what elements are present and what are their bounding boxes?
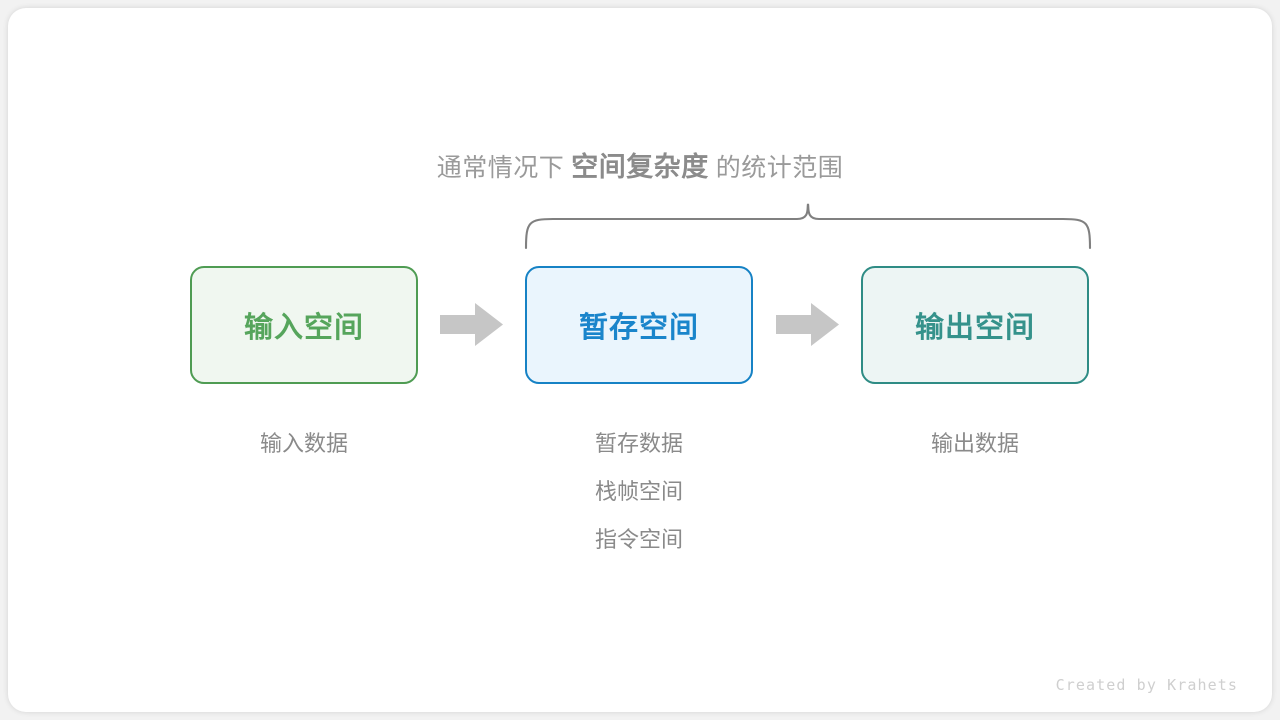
box-input-space[interactable]: 输入空间 xyxy=(190,266,418,384)
box-buffer-space-label: 暂存空间 xyxy=(578,312,699,344)
heading-suffix: 的统计范围 xyxy=(715,154,844,182)
box-output-space[interactable]: 输出空间 xyxy=(861,266,1089,384)
caption-output-space: 输出数据 xyxy=(861,420,1089,468)
caption-line: 输出数据 xyxy=(930,431,1019,456)
heading-emphasis: 空间复杂度 xyxy=(571,152,709,182)
caption-buffer-space: 暂存数据 栈帧空间 指令空间 xyxy=(525,420,753,564)
arrow-right-icon xyxy=(440,303,503,346)
box-buffer-space[interactable]: 暂存空间 xyxy=(525,266,753,384)
heading-prefix: 通常情况下 xyxy=(436,154,565,182)
box-output-space-label: 输出空间 xyxy=(914,312,1035,344)
caption-input-space: 输入数据 xyxy=(190,420,418,468)
caption-line: 栈帧空间 xyxy=(594,479,683,504)
caption-line: 指令空间 xyxy=(594,527,683,552)
caption-line: 暂存数据 xyxy=(594,431,683,456)
caption-line: 输入数据 xyxy=(259,431,348,456)
arrow-right-icon xyxy=(776,303,839,346)
box-input-space-label: 输入空间 xyxy=(243,312,364,344)
curly-brace-icon xyxy=(524,203,1092,250)
figure-heading: 通常情况下空间复杂度的统计范围 xyxy=(0,150,1280,185)
credit-text: Created by Krahets xyxy=(1055,676,1238,694)
